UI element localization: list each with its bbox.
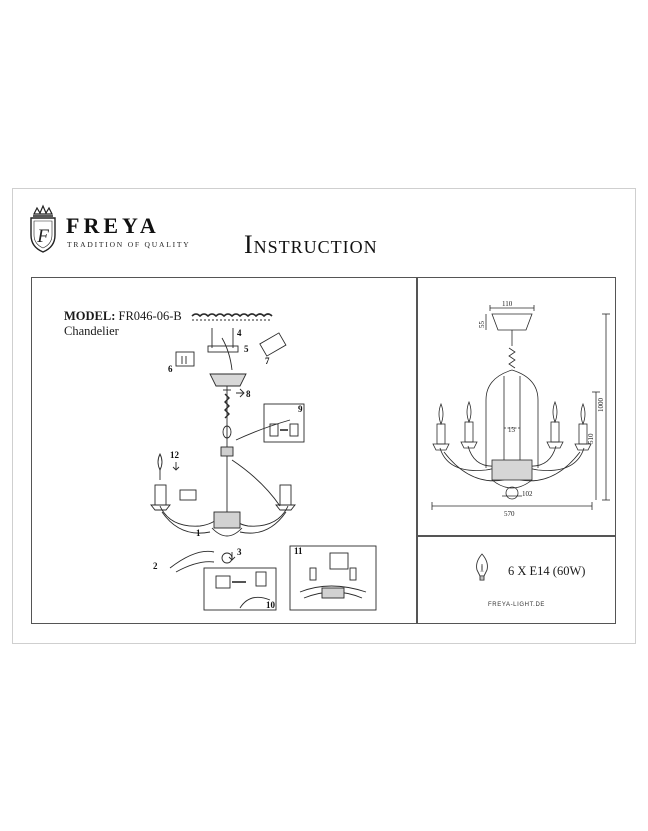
dim-body-height: 510 (587, 433, 595, 444)
model-label: MODEL: (64, 309, 116, 323)
step-numbers: 1 2 3 4 5 6 7 8 9 10 11 12 (153, 328, 303, 610)
step-10: 10 (266, 600, 276, 610)
crown-logo-icon: F (30, 204, 56, 253)
step-3: 3 (237, 547, 242, 557)
step-2: 2 (153, 561, 158, 571)
model-code: FR046-06-B (118, 309, 182, 323)
step-1: 1 (196, 528, 201, 538)
logo-letter: F (36, 226, 49, 247)
dim-width: 570 (504, 510, 515, 518)
bulb-spec: 6 X E14 (60W) (508, 564, 586, 578)
dim-total-height: 1000 (597, 398, 605, 413)
step-9: 9 (298, 404, 303, 414)
step-6: 6 (168, 364, 173, 374)
dim-bottom: 102 (522, 490, 533, 498)
model-type: Chandelier (64, 324, 119, 338)
assembly-panel (31, 277, 417, 624)
dimensions-panel (417, 277, 616, 536)
brand-tagline: TRADITION OF QUALITY (67, 240, 191, 249)
page-title: Instruction (244, 230, 378, 259)
step-8: 8 (246, 389, 251, 399)
step-7: 7 (265, 356, 270, 366)
brand-name: FREYA (66, 213, 160, 238)
dim-inner: 13 (508, 426, 516, 434)
spec-panel (417, 536, 616, 624)
website-link[interactable]: FREYA-LIGHT.DE (488, 602, 545, 608)
step-11: 11 (294, 546, 303, 556)
instruction-sheet (12, 188, 636, 644)
dim-canopy-height: 55 (478, 321, 486, 329)
step-5: 5 (244, 344, 249, 354)
step-4: 4 (237, 328, 242, 338)
model-info: MODEL: FR046-06-B Chandelier (64, 309, 182, 339)
step-12: 12 (170, 450, 180, 460)
dim-canopy-width: 110 (502, 300, 513, 308)
light-bulb-icon (476, 553, 488, 581)
